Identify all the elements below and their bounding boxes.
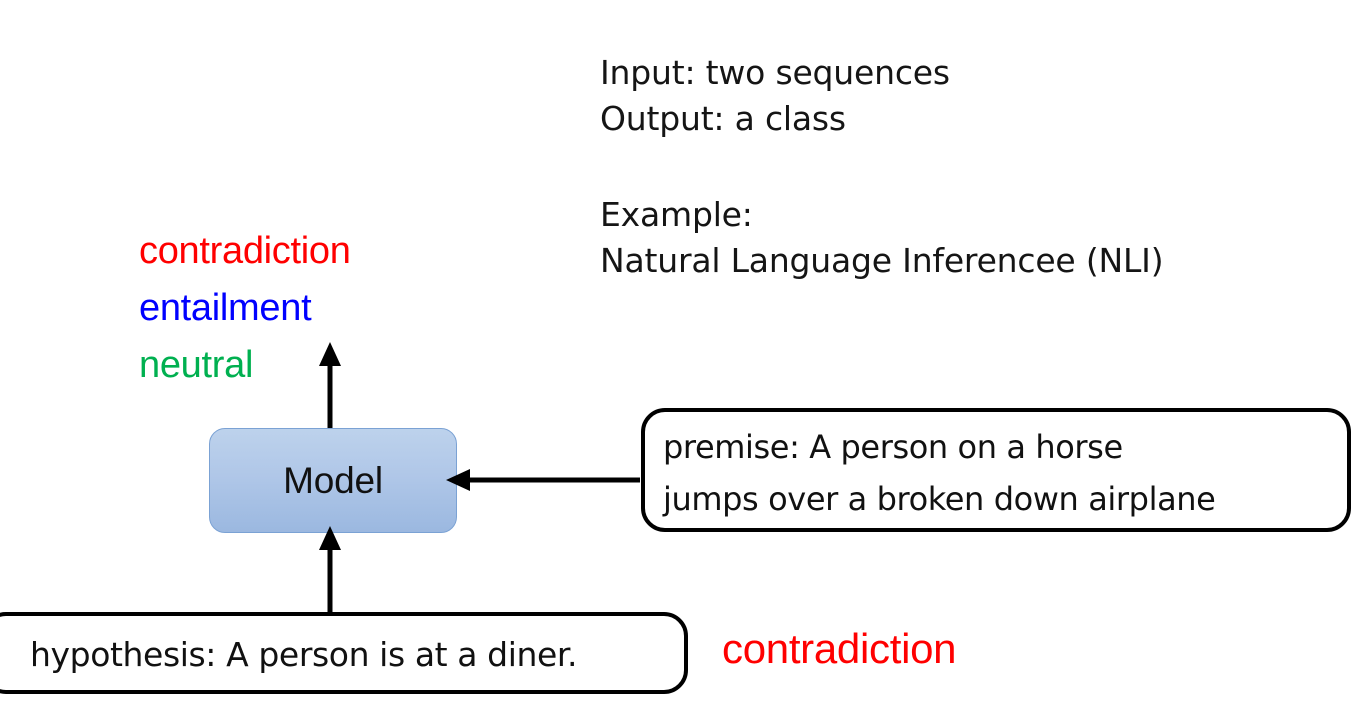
premise-text-line-2: jumps over a broken down airplane — [663, 480, 1216, 518]
premise-text-line-1: premise: A person on a horse — [663, 428, 1123, 466]
class-label-neutral: neutral — [139, 344, 254, 386]
task-io-description: Input: two sequences Output: a class — [600, 50, 950, 142]
model-box[interactable]: Model — [209, 428, 457, 533]
class-label-entailment: entailment — [139, 287, 312, 329]
hypothesis-text: hypothesis: A person is at a diner. — [30, 635, 578, 674]
output-description-line: Output: a class — [600, 99, 846, 138]
arrow-model-to-output-icon — [319, 342, 341, 436]
class-label-contradiction: contradiction — [139, 230, 351, 272]
input-description-line: Input: two sequences — [600, 53, 950, 92]
prediction-label: contradiction — [722, 625, 957, 672]
premise-box[interactable]: premise: A person on a horse jumps over … — [641, 408, 1351, 532]
example-task-name: Natural Language Inferencee (NLI) — [600, 241, 1164, 280]
model-box-label: Model — [283, 459, 383, 501]
task-example-description: Example: Natural Language Inferencee (NL… — [600, 192, 1164, 284]
hypothesis-box[interactable]: hypothesis: A person is at a diner. — [0, 612, 688, 694]
arrow-premise-to-model-icon — [446, 469, 640, 491]
example-heading: Example: — [600, 195, 753, 234]
arrow-hypothesis-to-model-icon — [319, 526, 341, 620]
